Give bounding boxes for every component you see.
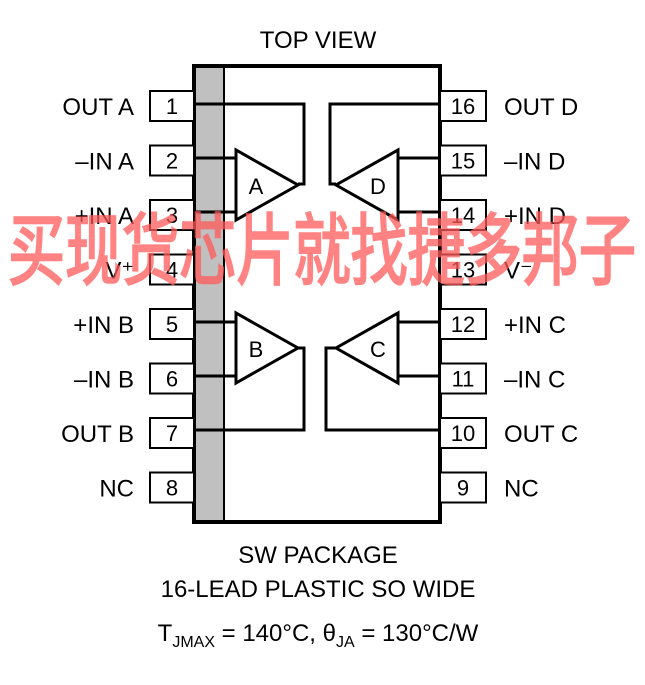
pin-box-9 [439,471,487,504]
pin-box-14 [439,199,487,231]
pin1-indicator-stripe [196,68,224,520]
pin-label: NC [99,476,134,503]
pin-label: –IN D [504,149,565,176]
pin-number: 3 [166,203,178,228]
left-pins: 1 OUT A 2 –IN A 3 +IN A 4 V⁺ 5 +IN B 6 –IN B 7 OUT B 8… [61,90,195,504]
watermark-text: 买现货芯片就找捷多邦子 [8,207,636,297]
pin-box-7 [149,417,195,449]
pin-number: 7 [166,421,178,446]
pin-number: 14 [451,203,475,228]
caption-thermal: TJMAX = 140°C, θJA = 130°C/W [158,620,479,651]
pin-label: +IN B [73,312,134,339]
pin-number: 11 [452,367,475,392]
pin-box-16 [439,90,487,122]
pin-label: –IN C [504,367,565,394]
pin-label: –IN B [74,367,134,394]
pin-number: 9 [457,476,469,501]
amp-d-triangle [332,147,400,223]
pin-number: 2 [166,149,178,174]
amp-a-label: A [249,174,264,199]
pin-number: 13 [451,258,475,283]
pin-number: 8 [166,476,178,501]
diagram-title: TOP VIEW [260,27,377,54]
caption-lead-type: 16-LEAD PLASTIC SO WIDE [161,576,476,603]
pin-label: V⁺ [105,258,134,285]
pin-box-5 [149,308,195,340]
pin-box-2 [149,144,195,177]
amp-a-triangle [234,147,302,223]
pin-box-3 [149,199,195,231]
amp-b-triangle [234,310,302,386]
pin-label: OUT A [62,94,134,121]
pin-label: OUT B [61,421,134,448]
internal-wiring [196,102,438,432]
pin-number: 15 [451,149,475,174]
pin-box-13 [439,253,487,286]
pin-label: –IN A [75,149,134,176]
pin-label: +IN D [504,203,566,230]
pin-box-11 [439,362,487,395]
pin-number: 6 [166,367,178,392]
package-outline [192,64,442,524]
pin-label: V⁻ [504,258,533,285]
amp-c-label: C [370,337,386,362]
amp-d-output-wire [328,102,438,186]
pin-label: OUT C [504,421,578,448]
pin-box-10 [439,417,487,449]
pin-label: +IN A [75,203,134,230]
pin-label: +IN C [504,312,566,339]
caption-package: SW PACKAGE [238,542,398,569]
amp-b-label: B [249,337,264,362]
amp-c-output-wire [324,346,438,432]
pin-box-6 [149,362,195,395]
pin-box-15 [439,144,487,177]
amp-d-label: D [370,174,386,199]
pin-number: 12 [451,312,475,337]
pin-label: OUT D [504,94,578,121]
amp-c-triangle [332,310,400,386]
pin-number: 16 [451,94,475,119]
pin-number: 1 [166,94,178,119]
right-pins: 16 OUT D 15 –IN D 14 +IN D 13 V⁻ 12 +IN C 11 –IN C 1… [439,90,578,504]
pin-number: 4 [166,258,178,283]
pin-label: NC [504,476,539,503]
amp-a-output-wire [196,102,306,186]
pin-number: 5 [166,312,178,337]
pin-number: 10 [451,421,475,446]
pin-box-8 [149,471,195,504]
pin-box-1 [149,90,195,122]
pin-box-12 [439,308,487,340]
pin-box-4 [149,253,195,286]
